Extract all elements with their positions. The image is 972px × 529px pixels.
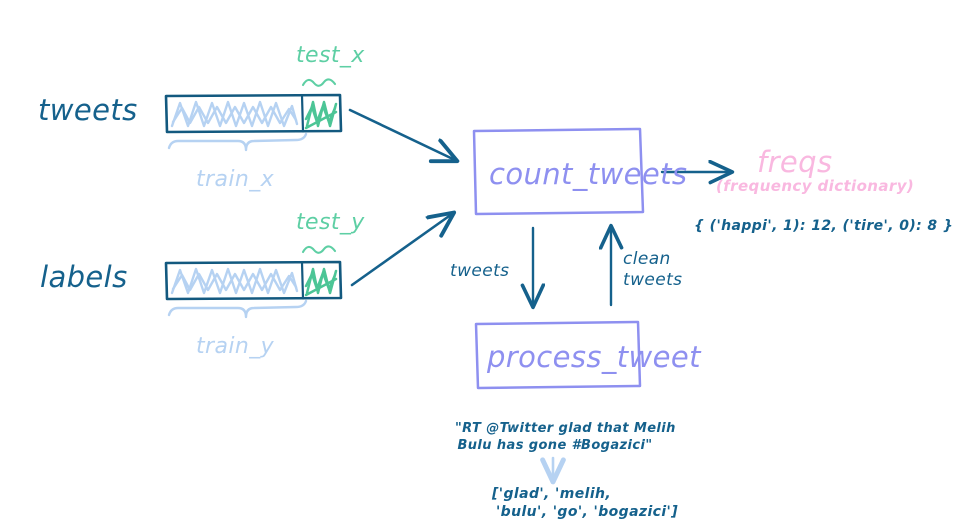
example-tokens-line2: 'bulu', 'go', 'bogazici'] bbox=[496, 504, 679, 520]
test-x-scribble bbox=[304, 100, 338, 130]
test-x-label: test_x bbox=[296, 43, 365, 68]
edge-label-clean: clean bbox=[623, 249, 671, 269]
arrow-tweets-to-count bbox=[348, 108, 455, 160]
freqs-example: { ('happi', 1): 12, ('tire', 0): 8 } bbox=[694, 218, 954, 234]
edge-label-clean-tweets: tweets bbox=[623, 270, 683, 290]
edge-label-tweets: tweets bbox=[450, 261, 510, 281]
example-tokens-line1: ['glad', 'melih, bbox=[492, 486, 612, 502]
process-tweet-label: process_tweet bbox=[487, 340, 701, 374]
train-y-scribble bbox=[170, 267, 299, 295]
test-y-label: test_y bbox=[296, 210, 365, 235]
labels-row-label: labels bbox=[40, 260, 128, 294]
tweets-bar bbox=[164, 93, 343, 134]
test-y-brace bbox=[301, 245, 337, 254]
count-tweets-label: count_tweets bbox=[489, 157, 688, 191]
freqs-title: freqs bbox=[757, 145, 833, 179]
example-raw-line1: "RT @Twitter glad that Melih bbox=[455, 421, 676, 436]
labels-bar bbox=[164, 260, 343, 301]
train-x-scribble bbox=[170, 100, 299, 128]
arrow-labels-to-count bbox=[350, 214, 452, 287]
train-y-label: train_y bbox=[196, 334, 275, 359]
train-x-brace bbox=[167, 132, 308, 152]
count-tweets-box[interactable] bbox=[472, 127, 645, 216]
freqs-subtitle: (frequency dictionary) bbox=[716, 177, 915, 195]
tweets-row-label: tweets bbox=[38, 93, 138, 127]
test-x-brace bbox=[301, 78, 337, 87]
train-y-brace bbox=[167, 299, 308, 319]
train-x-label: train_x bbox=[196, 167, 275, 192]
test-y-scribble bbox=[304, 267, 338, 297]
process-tweet-box[interactable] bbox=[474, 320, 642, 390]
example-raw-line2: Bulu has gone #Bogazici" bbox=[457, 438, 653, 453]
